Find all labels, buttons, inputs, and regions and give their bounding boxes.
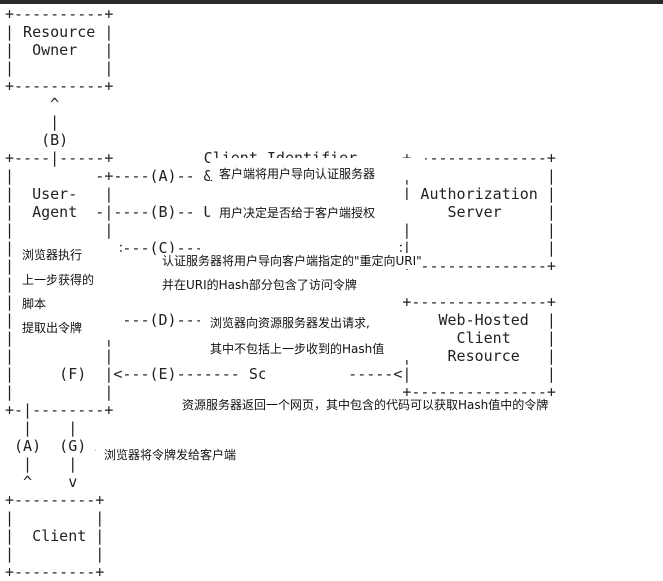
agent-note-line2: 上一步获得的	[22, 273, 95, 287]
label-step-d-line1: 浏览器向资源服务器发出请求,	[210, 315, 370, 331]
label-step-a: 客户端将用户导向认证服务器	[219, 166, 376, 182]
label-step-c-line2: 并在URI的Hash部分包含了访问令牌	[162, 277, 357, 293]
label-step-e: 资源服务器返回一个网页，其中包含的代码可以获取Hash值中的令牌	[182, 397, 549, 413]
agent-note-line4: 提取出令牌	[22, 321, 83, 335]
label-step-c-line1: 认证服务器将用户导向客户端指定的"重定向URI"	[162, 253, 422, 269]
label-step-d-line2: 其中不包括上一步收到的Hash值	[210, 341, 385, 357]
label-step-g: 浏览器将令牌发给客户端	[104, 447, 237, 463]
window-top-edge	[0, 0, 663, 4]
mask-agent	[14, 240, 120, 340]
agent-note-line3: 脚本	[22, 297, 47, 311]
mask-e	[265, 362, 350, 384]
agent-note-line1: 浏览器执行	[22, 248, 83, 262]
label-step-b: 用户决定是否给于客户端授权	[219, 205, 376, 221]
